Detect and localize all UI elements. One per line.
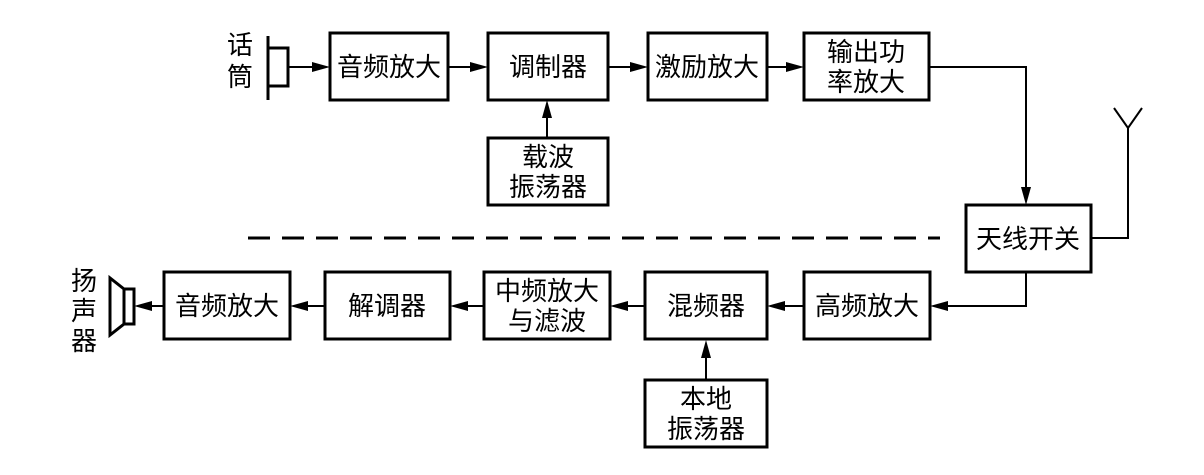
block-demodulator-label: 解调器 (348, 292, 426, 322)
rx-connections (134, 272, 1027, 380)
block-power-amp-label-1: 输出功 (827, 38, 905, 68)
block-carrier-osc-label-1: 载波 (522, 143, 574, 173)
mic-label-1: 话 (227, 31, 253, 61)
block-antenna-switch-label: 天线开关 (976, 225, 1080, 255)
block-if-amp: 中频放大 与滤波 (482, 270, 612, 341)
block-carrier-osc: 载波 振荡器 (486, 136, 610, 207)
block-power-amp: 输出功 率放大 (802, 31, 931, 102)
block-carrier-osc-label-2: 振荡器 (509, 173, 587, 203)
block-driver-amp: 激励放大 (646, 31, 769, 102)
block-mixer-label: 混频器 (667, 292, 745, 322)
block-rf-amp: 高频放大 (802, 270, 932, 341)
speaker-label-1: 扬 (71, 267, 97, 297)
block-mixer: 混频器 (643, 270, 769, 341)
block-if-amp-label-1: 中频放大 (495, 277, 599, 307)
block-audio-amp-rx: 音频放大 (162, 270, 292, 341)
block-power-amp-label-2: 率放大 (827, 68, 905, 98)
block-local-osc-label-2: 振荡器 (667, 415, 745, 445)
block-modulator-label: 调制器 (509, 53, 587, 83)
tx-connections (288, 62, 1143, 239)
speaker-label-2: 声 (71, 297, 97, 327)
block-modulator: 调制器 (486, 31, 610, 102)
block-local-osc-label-1: 本地 (680, 385, 732, 415)
block-audio-amp-tx: 音频放大 (328, 31, 450, 102)
block-local-osc: 本地 振荡器 (643, 378, 769, 449)
speaker-icon (108, 274, 136, 339)
speaker-label-3: 器 (71, 327, 97, 357)
block-driver-amp-label: 激励放大 (655, 53, 759, 83)
block-demodulator: 解调器 (323, 270, 452, 341)
block-if-amp-label-2: 与滤波 (508, 307, 586, 337)
mic-label-2: 筒 (227, 63, 253, 93)
microphone-icon (266, 36, 290, 100)
block-antenna-switch: 天线开关 (964, 203, 1093, 274)
block-rf-amp-label: 高频放大 (815, 292, 919, 322)
block-audio-amp-rx-label: 音频放大 (175, 292, 279, 322)
block-audio-amp-tx-label: 音频放大 (337, 53, 441, 83)
